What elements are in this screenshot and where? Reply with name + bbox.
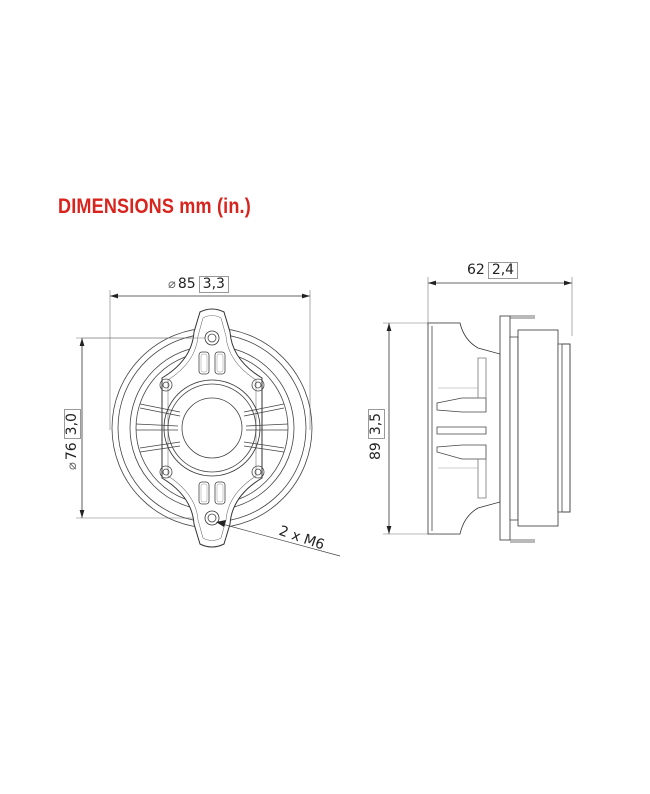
- diameter-76-label: ⌀763,0: [64, 409, 81, 470]
- side-view: [383, 277, 573, 543]
- front-view: [76, 290, 341, 557]
- diameter-symbol-icon: ⌀: [65, 462, 80, 470]
- dimensions-title: DIMENSIONS mm (in.): [58, 195, 251, 218]
- height-89-label: 893,5: [368, 408, 385, 460]
- diameter-symbol-icon: ⌀: [168, 277, 176, 292]
